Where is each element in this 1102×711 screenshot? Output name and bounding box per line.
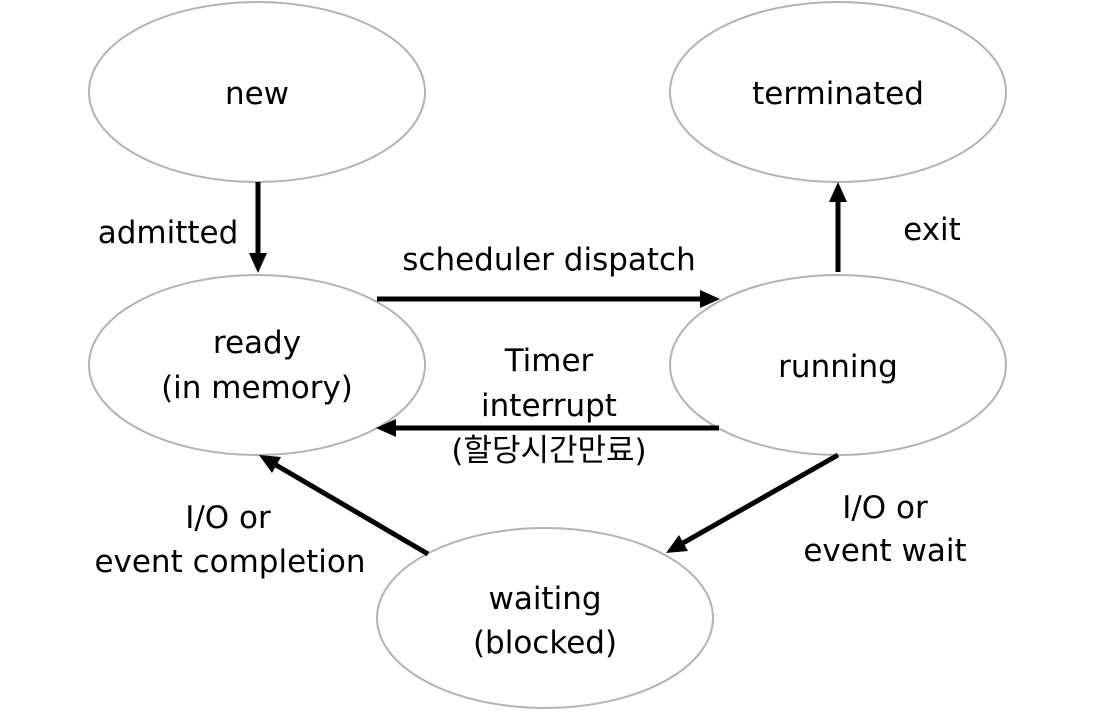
edge-admitted: admitted bbox=[98, 182, 267, 273]
edge-dispatch-arrowhead bbox=[700, 290, 720, 308]
edge-io-completion: I/O or event completion bbox=[94, 455, 430, 580]
edge-interrupt-label-line1: Timer bbox=[504, 343, 594, 379]
state-running: running bbox=[669, 274, 1007, 456]
state-waiting: waiting (blocked) bbox=[376, 527, 714, 709]
state-terminated-label: terminated bbox=[752, 76, 924, 112]
state-terminated: terminated bbox=[669, 1, 1007, 183]
edge-io-completion-line bbox=[274, 462, 430, 557]
edge-exit: exit bbox=[829, 182, 961, 272]
edge-dispatch-label: scheduler dispatch bbox=[402, 242, 696, 278]
edge-io-completion-arrowhead bbox=[259, 455, 281, 473]
edge-exit-label: exit bbox=[903, 212, 961, 248]
edge-interrupt: Timer interrupt (할당시간만료) bbox=[376, 343, 719, 469]
edge-io-completion-label-line2: event completion bbox=[94, 544, 365, 580]
state-waiting-ellipse bbox=[376, 527, 714, 709]
edge-io-wait: I/O or event wait bbox=[666, 452, 967, 569]
edge-io-completion-label-line1: I/O or bbox=[185, 500, 271, 536]
state-waiting-sublabel: (blocked) bbox=[473, 625, 617, 661]
edge-io-wait-label-line1: I/O or bbox=[842, 490, 928, 526]
edge-interrupt-label-line3: (할당시간만료) bbox=[451, 433, 646, 469]
state-ready-label: ready bbox=[213, 325, 301, 361]
edge-admitted-arrowhead bbox=[249, 253, 267, 273]
edge-admitted-label: admitted bbox=[98, 215, 239, 251]
edge-io-wait-arrowhead bbox=[666, 535, 688, 553]
state-ready-ellipse bbox=[88, 274, 426, 456]
state-new: new bbox=[88, 1, 426, 183]
edge-dispatch: scheduler dispatch bbox=[377, 242, 720, 308]
edge-io-wait-label-line2: event wait bbox=[803, 533, 966, 569]
state-waiting-label: waiting bbox=[488, 581, 601, 617]
state-ready-sublabel: (in memory) bbox=[161, 370, 353, 406]
edge-interrupt-arrowhead bbox=[376, 419, 396, 437]
state-running-label: running bbox=[778, 349, 898, 385]
state-ready: ready (in memory) bbox=[88, 274, 426, 456]
edge-exit-arrowhead bbox=[829, 182, 847, 202]
edge-io-wait-line bbox=[681, 452, 840, 546]
state-new-label: new bbox=[225, 76, 289, 112]
edge-interrupt-label-line2: interrupt bbox=[481, 388, 617, 424]
